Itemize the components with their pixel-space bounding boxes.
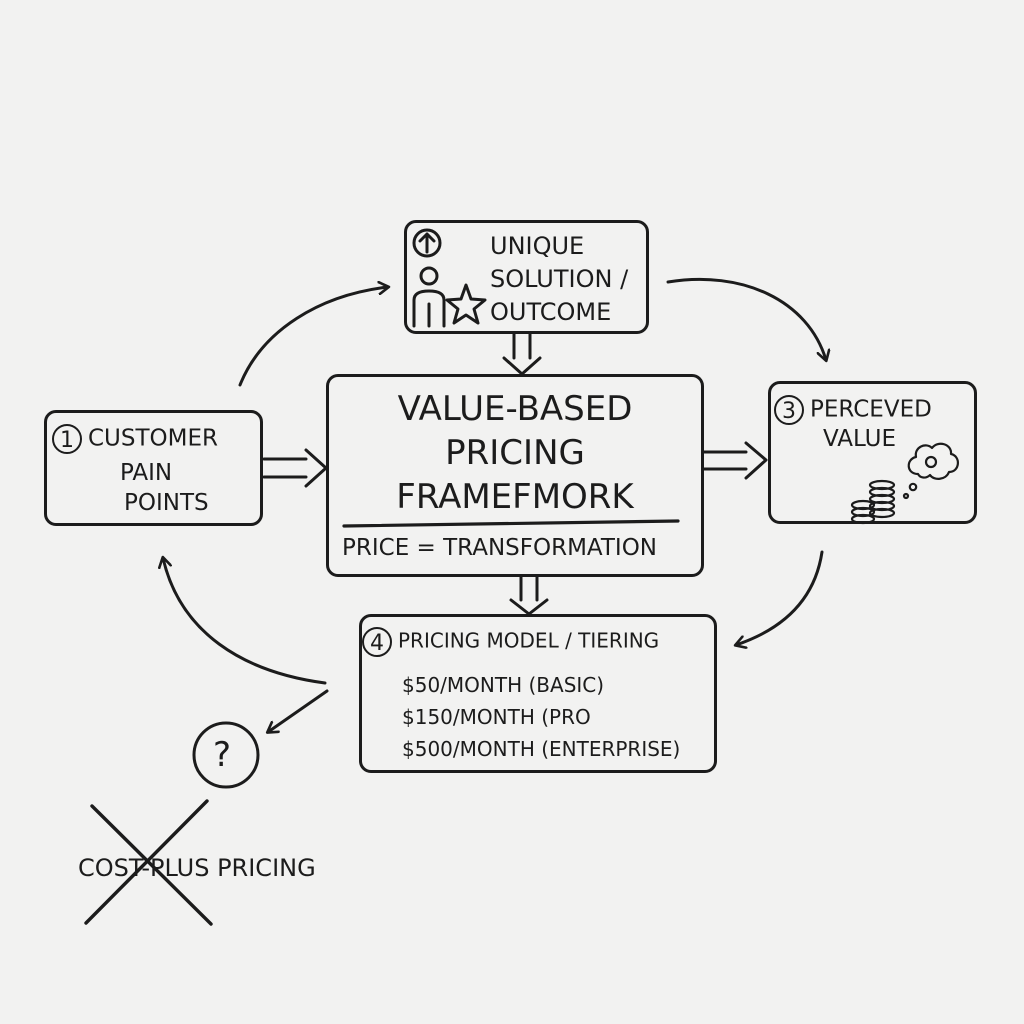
double-arrow-left-to-center [262, 448, 328, 488]
right-node-line-1-text: PERCEVED [810, 396, 932, 423]
center-title-line-3: FRAMEFMORK [396, 477, 634, 517]
center-formula: PRICE = TRANSFORMATION [342, 535, 658, 561]
node-box-right [768, 381, 977, 524]
node-box-bottom [359, 614, 717, 773]
arrow-top-to-right [666, 277, 826, 360]
left-node-line-1-text: CUSTOMER [88, 425, 219, 452]
right-node-line-2: VALUE [823, 426, 897, 452]
tier-enterprise: $500/MONTH (ENTERPRISE) [402, 737, 681, 761]
up-arrow-circle-icon [412, 228, 442, 258]
node-box-top [404, 220, 649, 334]
arrow-right-to-bottom [736, 550, 824, 645]
person-icon [412, 266, 446, 328]
question-mark: ? [213, 735, 232, 775]
left-node-line-3: POINTS [124, 490, 209, 516]
top-node-line-2: SOLUTION / [490, 265, 629, 293]
double-arrow-top-to-center [502, 331, 542, 376]
x-cross-icon [84, 799, 213, 926]
arrow-bottom-to-question [268, 689, 329, 732]
bottom-node-heading-text: PRICING MODEL / TIERING [398, 628, 660, 653]
step-number-3: 3 [774, 395, 804, 425]
top-node-line-1: UNIQUE [490, 232, 585, 260]
thought-bubble-icon [902, 442, 959, 500]
star-icon [445, 283, 487, 325]
step-number-1: 1 [52, 424, 82, 454]
tier-pro: $150/MONTH (PRO [402, 705, 591, 729]
center-divider [342, 519, 680, 528]
center-title-line-2: PRICING [445, 433, 585, 473]
arrow-left-to-top [238, 287, 388, 387]
cost-plus-label: COST-PLUS PRICING [78, 854, 316, 882]
double-arrow-center-to-bottom [509, 575, 549, 616]
node-box-left [44, 410, 263, 526]
double-arrow-center-to-right [701, 441, 768, 480]
top-node-line-3: OUTCOME [490, 298, 612, 326]
left-node-line-2: PAIN [120, 460, 173, 486]
tier-basic: $50/MONTH (BASIC) [402, 673, 605, 697]
step-number-4: 4 [362, 627, 392, 657]
node-box-center [326, 374, 704, 577]
center-title-line-1: VALUE-BASED [397, 389, 633, 429]
question-circle [192, 721, 260, 789]
arrow-bottom-to-left [163, 558, 327, 685]
